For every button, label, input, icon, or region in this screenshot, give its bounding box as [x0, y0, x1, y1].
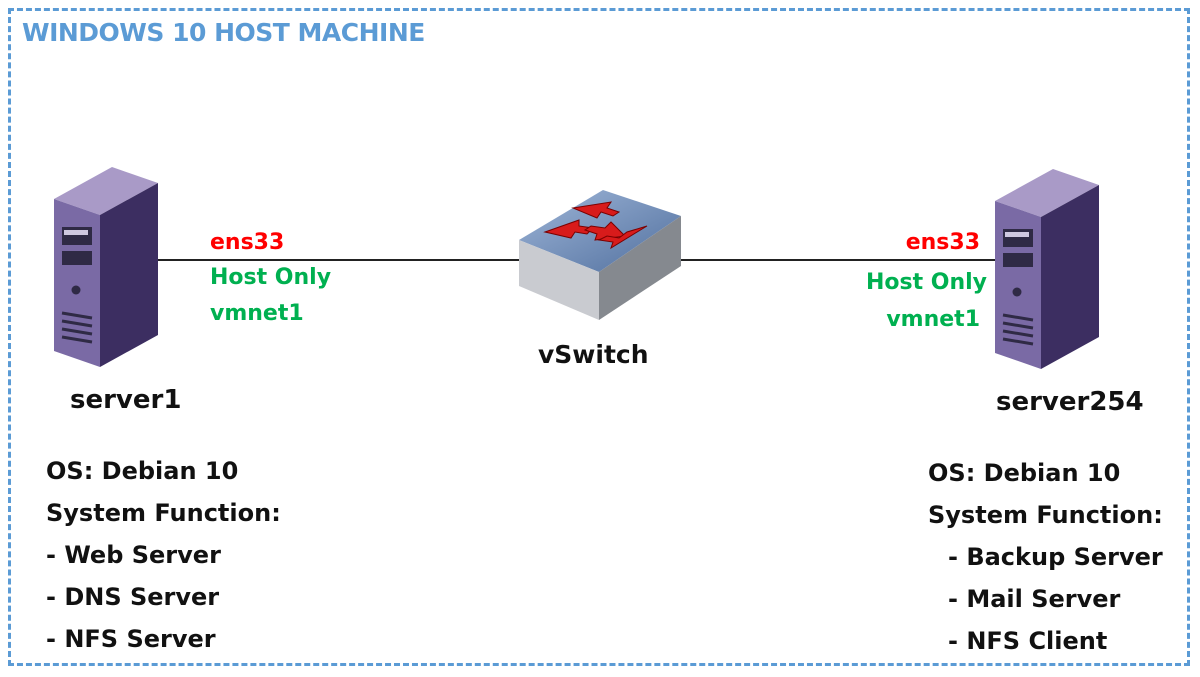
server1-function-item: - DNS Server — [46, 583, 220, 611]
server1-interface-label: ens33 — [210, 230, 285, 255]
vswitch-label: vSwitch — [538, 340, 649, 369]
server1-name: server1 — [70, 385, 182, 415]
server1-function-item: - Web Server — [46, 541, 221, 569]
server254-os: OS: Debian 10 — [928, 459, 1121, 487]
server254-interface-label: ens33 — [905, 230, 980, 255]
server1-function-heading: System Function: — [46, 499, 281, 527]
server1-network-type-label: Host Only — [210, 265, 332, 290]
server254-info: OS: Debian 10 System Function: - Backup … — [928, 452, 1163, 662]
host-machine-frame — [8, 8, 1190, 666]
server-tower-icon — [995, 169, 1099, 369]
server254-vnet-label: vmnet1 — [886, 307, 980, 332]
server254-network-type-label: Host Only — [865, 270, 987, 295]
server254-function-item: - Mail Server — [948, 585, 1121, 613]
link-vswitch-server254 — [678, 259, 998, 261]
server1-os: OS: Debian 10 — [46, 457, 239, 485]
server1-vnet-label: vmnet1 — [210, 301, 304, 326]
link-server1-vswitch — [150, 259, 520, 261]
network-switch-icon — [519, 190, 681, 320]
diagram-title: WINDOWS 10 HOST MACHINE — [22, 18, 425, 47]
server254-function-item: - Backup Server — [948, 543, 1163, 571]
server-tower-icon — [54, 167, 158, 367]
server1-info: OS: Debian 10 System Function: - Web Ser… — [46, 450, 281, 660]
server254-function-item: - NFS Client — [948, 627, 1108, 655]
server254-function-heading: System Function: — [928, 501, 1163, 529]
server1-function-item: - NFS Server — [46, 625, 216, 653]
server254-name: server254 — [996, 387, 1144, 417]
